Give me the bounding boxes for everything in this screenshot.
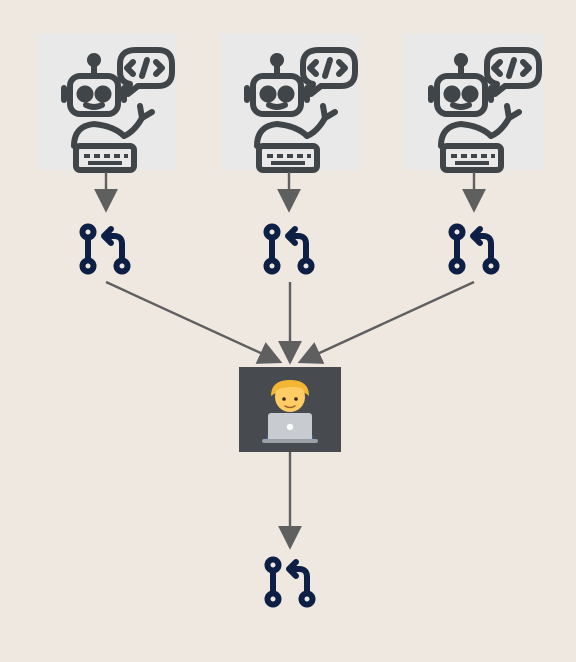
pull-request-icon (83, 227, 128, 272)
robot-coder-icon (405, 34, 543, 170)
robot-coder-icon (38, 34, 176, 170)
pull-request-icon (267, 227, 312, 272)
arrow-pr3-to-developer (297, 280, 475, 364)
pull-request-icon (452, 227, 497, 272)
pull-request-icon (268, 560, 313, 605)
robot-coder-icon (221, 34, 359, 170)
arrow-pr1-to-developer (105, 280, 283, 364)
developer-with-laptop-icon (239, 367, 341, 452)
